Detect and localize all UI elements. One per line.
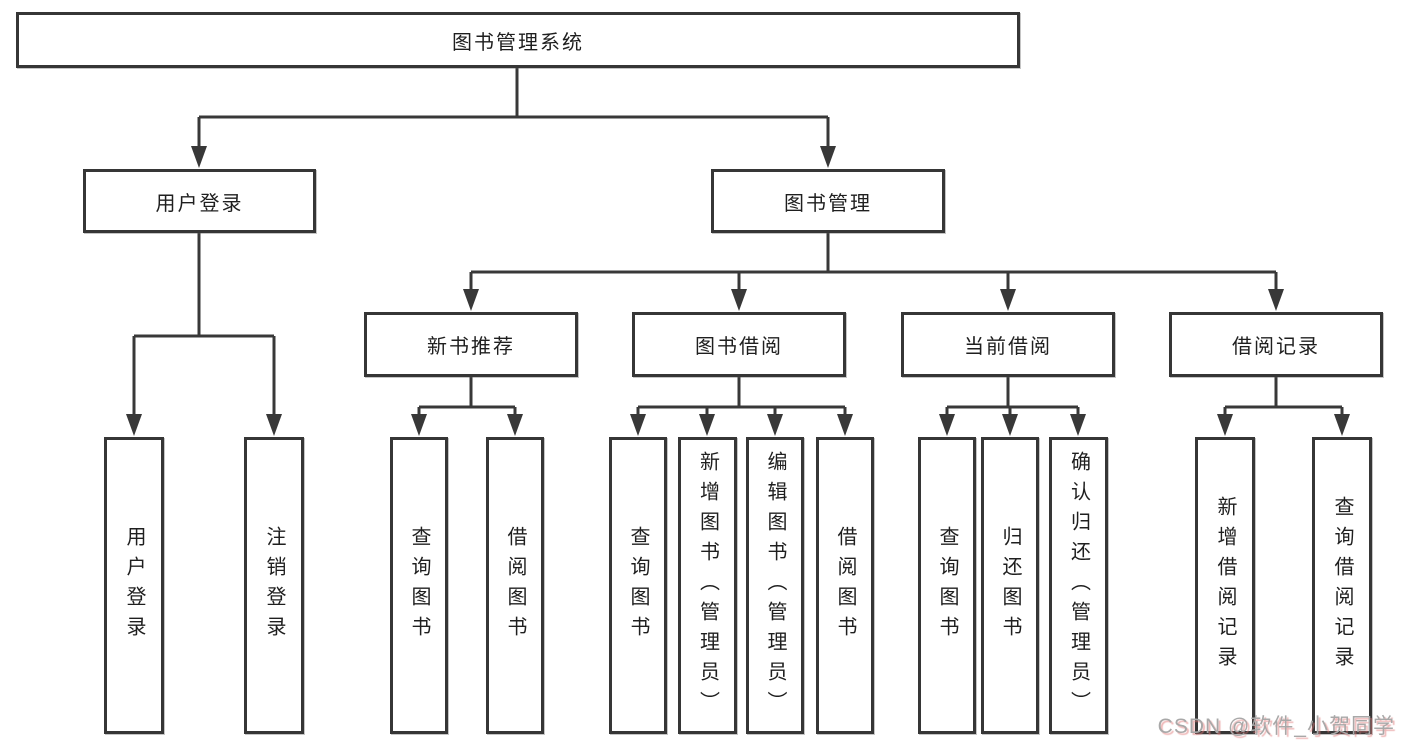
- node-logout: 注销登录: [244, 437, 304, 734]
- node-new-book-recommendation: 新书推荐: [364, 312, 578, 377]
- node-borrowing-records: 借阅记录: [1169, 312, 1383, 377]
- node-query-books-borrowing: 查询图书: [609, 437, 667, 734]
- node-confirm-return-admin: 确认归还（管理员）: [1049, 437, 1108, 734]
- node-user-login-group: 用户登录: [83, 169, 316, 233]
- node-book-management: 图书管理: [711, 169, 945, 233]
- node-query-books-recommend: 查询图书: [390, 437, 448, 734]
- node-edit-book-admin: 编辑图书（管理员）: [746, 437, 804, 734]
- node-add-book-admin: 新增图书（管理员）: [678, 437, 737, 734]
- node-query-borrow-record: 查询借阅记录: [1312, 437, 1372, 734]
- node-borrow-books-borrowing: 借阅图书: [816, 437, 874, 734]
- node-borrow-books-recommend: 借阅图书: [486, 437, 544, 734]
- node-book-borrowing: 图书借阅: [632, 312, 846, 377]
- node-current-borrowing: 当前借阅: [901, 312, 1115, 377]
- node-library-management-system: 图书管理系统: [16, 12, 1020, 68]
- node-return-book: 归还图书: [981, 437, 1039, 734]
- node-add-borrow-record: 新增借阅记录: [1195, 437, 1255, 734]
- node-query-books-current: 查询图书: [918, 437, 976, 734]
- node-user-login: 用户登录: [104, 437, 164, 734]
- csdn-watermark: CSDN @软件_小贺同学: [1157, 715, 1395, 738]
